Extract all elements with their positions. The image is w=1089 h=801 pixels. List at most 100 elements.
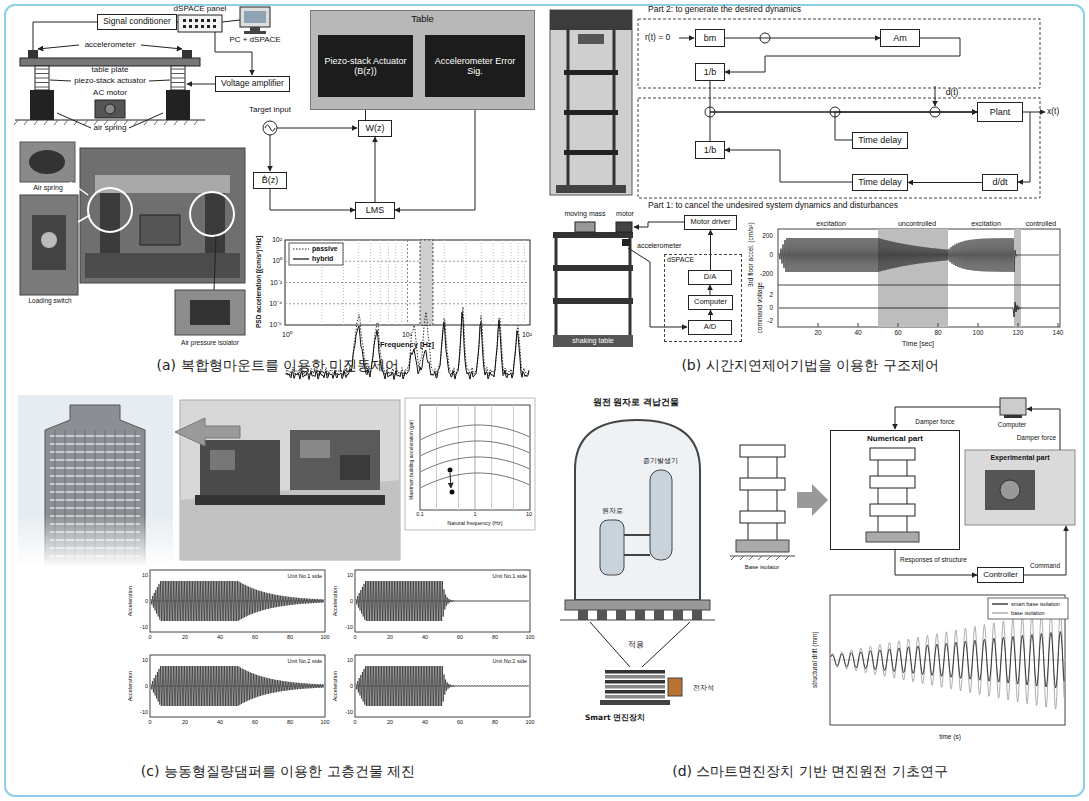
tick-mark [978, 323, 979, 327]
isolator-layer [605, 680, 665, 684]
photo-detail [550, 10, 632, 30]
text-label: 0 [353, 634, 356, 640]
signal-wire [177, 22, 178, 23]
floor-mass [870, 448, 915, 460]
connector-arrow [908, 182, 982, 183]
wire-line [171, 87, 185, 88]
motor-symbol [616, 222, 632, 232]
highlight-circle [190, 192, 234, 236]
criterion-curve [421, 425, 529, 440]
criterion-curve [421, 441, 529, 456]
text-label: Damper force [1017, 434, 1056, 441]
pointer-arrow [797, 484, 828, 516]
panel-button [189, 19, 192, 22]
text-label: moving mass [564, 210, 605, 218]
ground-hatch [785, 556, 789, 560]
computer-icon [1000, 398, 1026, 415]
wire-line [35, 69, 49, 70]
amd-detail [340, 455, 370, 480]
wire-line [35, 78, 49, 79]
panel-button [213, 25, 216, 28]
grid-line [407, 240, 408, 325]
photo-detail [32, 215, 66, 270]
axis-label: 3rd floor accel. (cm/s²) [746, 223, 753, 288]
chart-panel [405, 398, 535, 530]
axis-label: Acceleration [127, 586, 133, 616]
chart-frame [355, 655, 530, 717]
text-label: 100 [320, 634, 329, 640]
text-label: -10 [345, 709, 353, 715]
text-label: 전자석 [693, 684, 714, 692]
text-label: 10 [347, 572, 353, 578]
drawing-path [907, 488, 908, 504]
ground-line [560, 620, 715, 621]
text-label: 원전 원자로 격납건물 [593, 398, 680, 408]
gain-box: 1/b [695, 63, 725, 81]
coolant-pipe [624, 554, 650, 556]
photo-detail [85, 253, 240, 278]
reactor-vessel [600, 520, 624, 575]
device-box: Motor driver [684, 215, 737, 230]
legend-sample [992, 612, 1008, 613]
node-label: dSPACE [667, 256, 694, 264]
legend-sample [293, 248, 309, 249]
grid-line [395, 240, 396, 325]
device-box: Voltage amplifier [215, 76, 290, 92]
text-label: r(t) = 0 [645, 33, 670, 43]
pc-stand [250, 27, 260, 31]
wire-line [222, 20, 240, 22]
photo-loading-switch [20, 195, 78, 295]
text-label: 10⁻⁶ [269, 321, 282, 329]
grid-line [513, 405, 514, 510]
node-label: Computer [694, 298, 727, 307]
ground-hatch [164, 120, 168, 125]
ground-hatch [184, 120, 188, 125]
axis-line [778, 285, 1060, 286]
connector-arrow [710, 230, 711, 270]
text-label: 10⁰ [272, 257, 282, 265]
text-label: 60 [457, 719, 463, 725]
text-label: accelerometer [85, 40, 136, 49]
filter-box: B̂(z) [253, 172, 287, 189]
legend-sample [293, 258, 309, 259]
node-label: Numerical part [867, 434, 923, 443]
connector-arrow [375, 137, 376, 202]
leader-line [38, 45, 79, 49]
text-label: Unit No.1 side [491, 573, 528, 579]
node-label: Motor driver [690, 218, 730, 227]
panel-button [195, 19, 198, 22]
wire-line [35, 82, 49, 83]
wire-line [171, 78, 185, 79]
base-isolation-curve [831, 610, 1064, 709]
delay-box: Time delay [852, 132, 908, 149]
table-plate [20, 58, 200, 66]
node-label: Table [411, 14, 434, 25]
criterion-curve [421, 457, 529, 472]
gain-box: bm [695, 29, 725, 47]
shaded-band [420, 240, 433, 325]
dashed-group [638, 19, 1040, 88]
text-label: 0.1 [416, 511, 424, 517]
ground-hatch [194, 120, 198, 125]
panel-button [183, 25, 186, 28]
drawing-path [748, 490, 749, 511]
wire-line [171, 82, 185, 83]
piezo-actuator [171, 66, 185, 90]
text-label: -10 [140, 709, 148, 715]
panel-button [201, 19, 204, 22]
connector-arrow [725, 150, 852, 182]
text-label: Part 1: to cancel the undesired system d… [648, 201, 898, 211]
connector-arrow [725, 38, 960, 72]
amd-block [200, 440, 280, 495]
amd-detail [300, 440, 330, 458]
text-label: (d) 스마트면진장치 기반 면진원전 기초연구 [672, 763, 948, 779]
shaking-table [553, 335, 633, 347]
dspace-panel [178, 15, 222, 32]
text-label: table plate [92, 65, 129, 74]
text-label: Target input [249, 105, 291, 114]
panel-button [207, 19, 210, 22]
text-label: 80 [492, 719, 498, 725]
text-label: 80 [934, 329, 941, 336]
text-label: Command [1030, 562, 1060, 569]
text-label: 60 [457, 634, 463, 640]
